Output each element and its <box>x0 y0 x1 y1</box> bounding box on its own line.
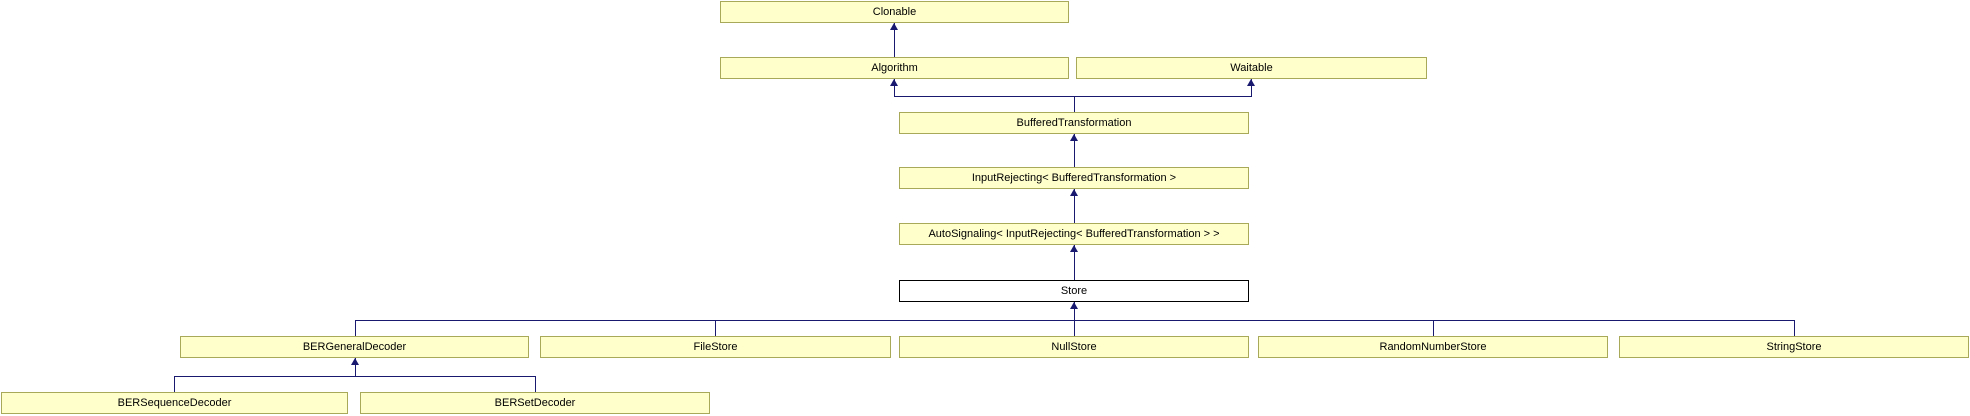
edge-filestore-stub-line <box>715 320 716 336</box>
edge-store-autosignaling-line <box>1074 245 1075 280</box>
edge-bergeneraldecoder-stub-line <box>355 320 356 336</box>
edge-bergeneraldecoder-children-hline <box>174 376 536 377</box>
class-node-randomnumberstore[interactable]: RandomNumberStore <box>1258 336 1608 358</box>
edge-bt-parents-hline <box>894 96 1252 97</box>
class-node-autosignaling[interactable]: AutoSignaling< InputRejecting< BufferedT… <box>899 223 1249 245</box>
arrowhead-to-store-icon <box>1070 302 1078 309</box>
arrowhead-to-clonable-icon <box>890 23 898 30</box>
arrowhead-to-inputrejecting-icon <box>1070 189 1078 196</box>
arrowhead-to-bt-icon <box>1070 134 1078 141</box>
edge-bt-waitable-line <box>1251 79 1252 97</box>
class-node-waitable[interactable]: Waitable <box>1076 57 1427 79</box>
class-node-label: Waitable <box>1230 62 1273 74</box>
edge-randomnumberstore-stub-line <box>1433 320 1434 336</box>
edge-bersequencedecoder-stub-line <box>174 376 175 392</box>
edge-inputrejecting-bt-line <box>1074 134 1075 167</box>
class-node-bufferedtransformation[interactable]: BufferedTransformation <box>899 112 1249 134</box>
class-node-stringstore[interactable]: StringStore <box>1619 336 1969 358</box>
class-node-clonable[interactable]: Clonable <box>720 1 1069 23</box>
class-node-algorithm[interactable]: Algorithm <box>720 57 1069 79</box>
class-node-label: StringStore <box>1766 341 1822 353</box>
class-node-label: Store <box>1060 285 1088 297</box>
class-node-bersetdecoder[interactable]: BERSetDecoder <box>360 392 710 414</box>
arrowhead-to-waitable-icon <box>1247 79 1255 86</box>
class-node-label: BERSetDecoder <box>494 397 576 409</box>
class-node-bergeneraldecoder[interactable]: BERGeneralDecoder <box>180 336 529 358</box>
class-node-label: BERSequenceDecoder <box>117 397 232 409</box>
class-node-label: Clonable <box>872 6 917 18</box>
edge-bt-algorithm-line <box>894 79 895 97</box>
edge-store-children-hline <box>355 320 1795 321</box>
edge-bersetdecoder-stub-line <box>535 376 536 392</box>
class-node-label: InputRejecting< BufferedTransformation > <box>971 172 1177 184</box>
class-node-label: RandomNumberStore <box>1379 341 1487 353</box>
class-node-bersequencedecoder[interactable]: BERSequenceDecoder <box>1 392 348 414</box>
edge-children-bergeneraldecoder-line <box>355 358 356 377</box>
edge-algorithm-clonable-line <box>894 23 895 57</box>
arrowhead-to-autosignaling-icon <box>1070 245 1078 252</box>
edge-bt-stub-line <box>1074 96 1075 112</box>
class-node-label: BufferedTransformation <box>1016 117 1132 129</box>
arrowhead-to-algorithm-icon <box>890 79 898 86</box>
edge-children-store-line <box>1074 302 1075 336</box>
arrowhead-to-bergeneraldecoder-icon <box>351 358 359 365</box>
class-node-filestore[interactable]: FileStore <box>540 336 891 358</box>
class-node-label: Algorithm <box>871 62 918 74</box>
edge-autosignaling-inputrejecting-line <box>1074 189 1075 223</box>
class-node-label: BERGeneralDecoder <box>302 341 407 353</box>
class-node-label: AutoSignaling< InputRejecting< BufferedT… <box>928 228 1220 240</box>
edge-stringstore-stub-line <box>1794 320 1795 336</box>
class-node-store-current: Store <box>899 280 1249 302</box>
class-node-nullstore[interactable]: NullStore <box>899 336 1249 358</box>
class-node-label: NullStore <box>1051 341 1097 353</box>
class-node-inputrejecting[interactable]: InputRejecting< BufferedTransformation > <box>899 167 1249 189</box>
class-node-label: FileStore <box>693 341 738 353</box>
